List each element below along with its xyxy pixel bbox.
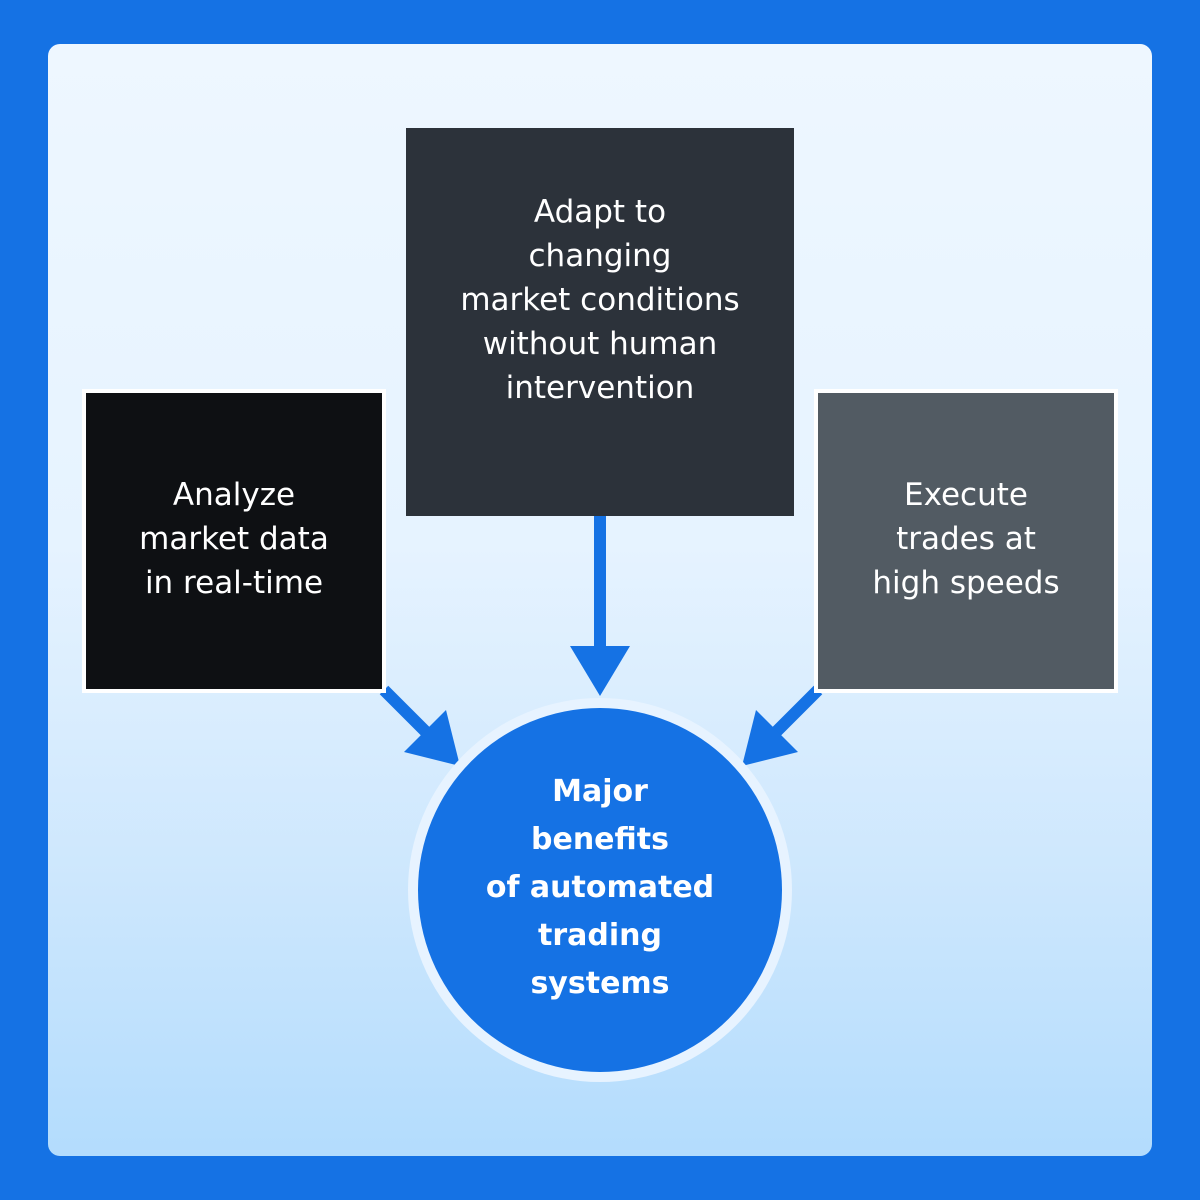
node-analyze-market-data: Analyze market data in real-time <box>82 389 386 693</box>
node-right-label: Execute trades at high speeds <box>872 477 1060 601</box>
node-center-label: Adapt to changing market conditions with… <box>460 194 740 406</box>
hub-circle: Major benefits of automated trading syst… <box>418 708 782 1072</box>
node-adapt-market-conditions: Adapt to changing market conditions with… <box>406 128 794 516</box>
hub-label: Major benefits of automated trading syst… <box>485 774 715 1001</box>
node-left-label: Analyze market data in real-time <box>139 477 329 601</box>
node-execute-trades: Execute trades at high speeds <box>814 389 1118 693</box>
